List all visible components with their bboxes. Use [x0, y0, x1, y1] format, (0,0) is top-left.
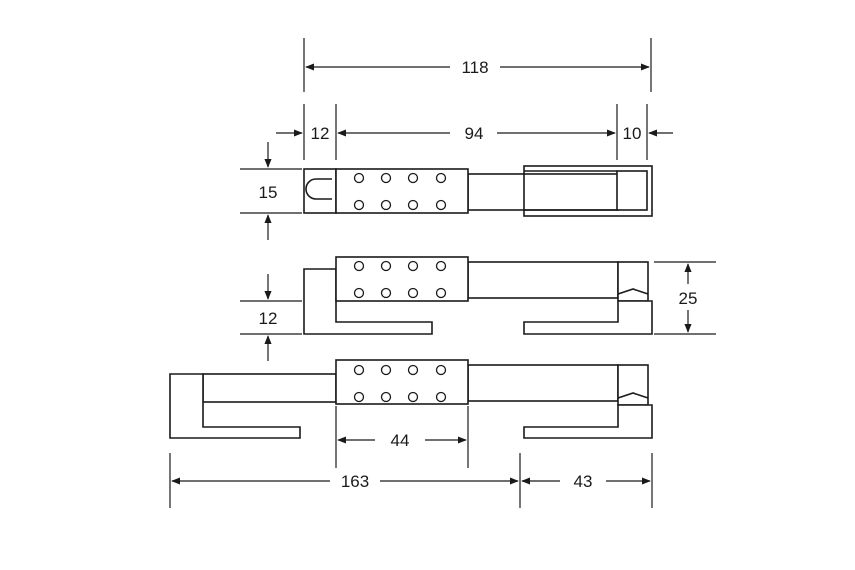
hole	[407, 287, 419, 299]
dimension-bottom-row: 163 43	[169, 453, 653, 508]
dim-label-15: 15	[259, 183, 278, 202]
rail	[467, 173, 619, 211]
chevron-notch	[617, 288, 649, 295]
hole	[353, 364, 365, 376]
dimension-height-closed: 15	[240, 142, 302, 240]
sleeve-outer	[523, 165, 653, 217]
hole	[353, 391, 365, 403]
chevron-notch	[617, 392, 649, 399]
rounded-slot	[305, 178, 332, 200]
dimension-height-open: 25	[654, 261, 716, 335]
left-bracket	[169, 373, 301, 439]
hole	[407, 172, 419, 184]
dim-label-10: 10	[623, 124, 642, 143]
hole	[380, 260, 392, 272]
hole	[435, 199, 447, 211]
hole	[435, 287, 447, 299]
hole	[353, 199, 365, 211]
dim-label-163: 163	[341, 472, 369, 491]
hole	[435, 364, 447, 376]
hole	[380, 172, 392, 184]
end-block	[617, 261, 649, 302]
dim-label-94: 94	[465, 124, 484, 143]
latch-view-half-open	[303, 256, 653, 335]
end-block	[616, 170, 648, 211]
hole	[380, 391, 392, 403]
dimension-overall-width: 118	[303, 38, 652, 92]
hole	[435, 172, 447, 184]
hole	[407, 260, 419, 272]
hole	[407, 199, 419, 211]
end-block	[617, 364, 649, 406]
right-clip	[523, 300, 653, 335]
hole	[435, 260, 447, 272]
right-clip	[523, 404, 653, 439]
dim-label-43: 43	[574, 472, 593, 491]
dim-label-12-middle: 12	[259, 309, 278, 328]
dimension-gap-middle: 12	[240, 274, 302, 361]
rail	[467, 364, 619, 402]
hole	[380, 199, 392, 211]
rail	[467, 261, 619, 299]
hole	[407, 364, 419, 376]
hole	[353, 172, 365, 184]
latch-view-extended	[169, 359, 653, 439]
end-cap	[303, 168, 337, 214]
dim-label-118: 118	[461, 58, 488, 77]
hole	[407, 391, 419, 403]
hole	[435, 391, 447, 403]
hole	[380, 287, 392, 299]
dimension-offsets-row: 12 94 10	[276, 104, 673, 160]
extension-rod	[202, 373, 337, 403]
hole	[353, 287, 365, 299]
dimension-body-width: 44	[335, 406, 469, 468]
dim-label-44: 44	[391, 431, 410, 450]
hole	[353, 260, 365, 272]
dim-label-25: 25	[679, 289, 698, 308]
hole	[380, 364, 392, 376]
latch-view-closed	[303, 165, 653, 217]
dim-label-12-top: 12	[311, 124, 330, 143]
